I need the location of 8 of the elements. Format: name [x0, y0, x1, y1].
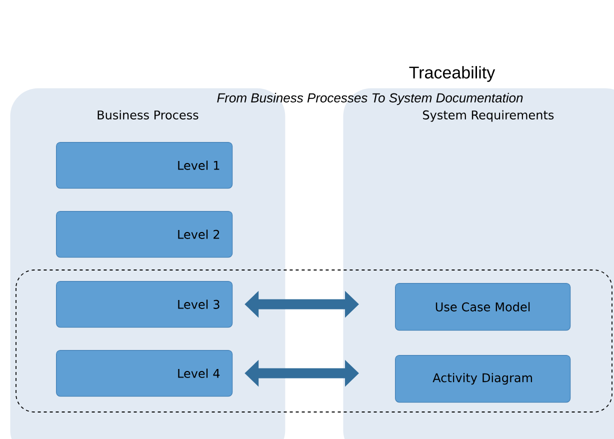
- level-box: Level 4: [56, 350, 233, 397]
- level-box: Level 3: [56, 281, 233, 328]
- requirement-box: Activity Diagram: [395, 355, 571, 403]
- requirement-box: Use Case Model: [395, 283, 571, 331]
- subtitle: From Business Processes To System Documentation: [217, 92, 523, 106]
- level-box: Level 2: [56, 211, 233, 258]
- level-box: Level 1: [56, 142, 233, 189]
- title: Traceability: [409, 66, 496, 82]
